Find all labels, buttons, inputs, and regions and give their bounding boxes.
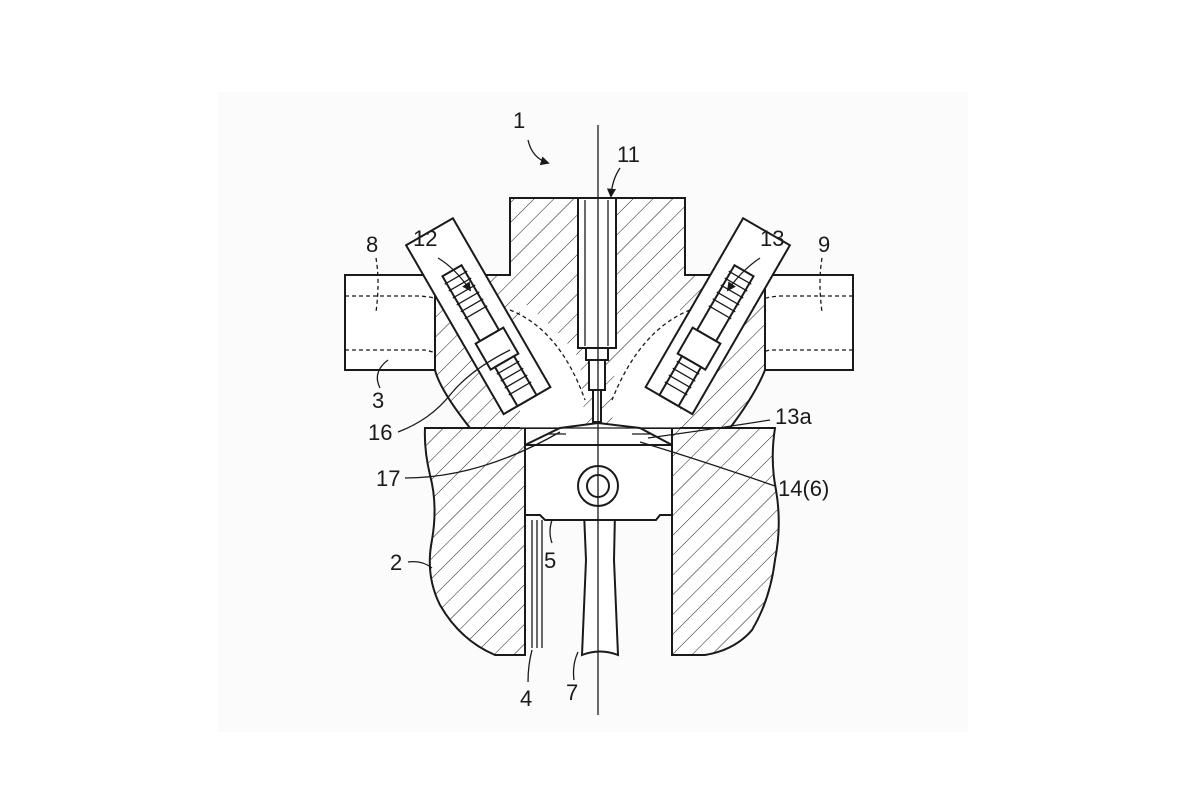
cylinder-bore-lines: [531, 520, 543, 648]
leader-2: [407, 560, 433, 569]
label-cylinder-head: 3: [372, 388, 384, 413]
label-first-spark-plug: 12: [413, 226, 437, 251]
leader-11: [606, 167, 621, 198]
plug-well-curve-right: [611, 309, 691, 401]
connecting-rod: [580, 511, 620, 657]
label-engine: 1: [513, 108, 525, 133]
label-16: 16: [368, 420, 392, 445]
leader-5: [549, 519, 553, 544]
leader-1: [527, 139, 550, 166]
exhaust-port-pipe: [764, 274, 854, 371]
leader-12: [437, 257, 472, 292]
leader-8: [375, 257, 379, 313]
second-spark-plug-assembly: [644, 216, 792, 416]
leader-17: [404, 431, 561, 479]
label-connecting-rod: 7: [566, 680, 578, 705]
leader-9: [819, 257, 823, 313]
leader-13a: [647, 419, 771, 439]
first-spark-plug-assembly: [404, 216, 552, 416]
injector-nozzle-tip: [592, 389, 602, 423]
label-cylinder-bore: 4: [520, 686, 532, 711]
cylinder-block-right: [671, 427, 780, 656]
leader-7: [572, 651, 579, 681]
leader-16: [397, 349, 511, 433]
injector-nozzle-body: [588, 359, 606, 391]
leader-14: [639, 441, 776, 487]
label-injector: 11: [617, 142, 640, 167]
label-second-spark-plug: 13: [760, 226, 784, 251]
injector-body: [577, 197, 617, 349]
label-17: 17: [376, 466, 400, 491]
label-exhaust-port: 9: [818, 232, 830, 257]
leader-4: [527, 649, 533, 683]
label-plug-electrode: 13a: [775, 404, 812, 429]
intake-port-pipe: [344, 274, 436, 371]
injector-collar: [585, 347, 609, 361]
label-piston: 5: [544, 548, 556, 573]
leader-3: [376, 359, 389, 389]
cylinder-block-left: [423, 427, 526, 656]
label-cylinder-block: 2: [390, 550, 402, 575]
leader-13: [726, 257, 761, 292]
label-intake-port: 8: [366, 232, 378, 257]
label-combustion-chamber: 14(6): [778, 476, 829, 501]
